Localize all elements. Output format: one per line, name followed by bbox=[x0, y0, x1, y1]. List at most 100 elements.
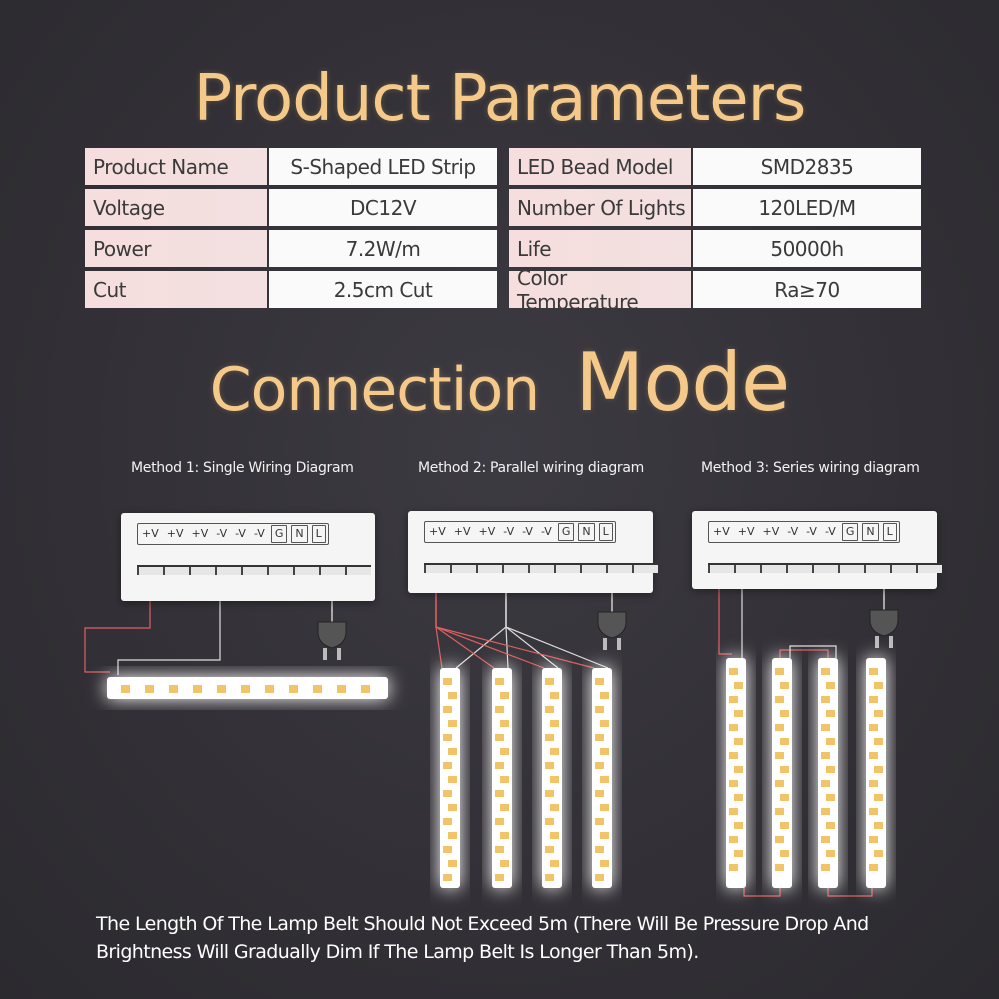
screw bbox=[241, 567, 267, 575]
terminal-label: N bbox=[578, 523, 595, 541]
led-bead bbox=[595, 734, 604, 741]
terminal-label: +V bbox=[142, 527, 159, 540]
wire bbox=[827, 888, 873, 897]
led-bead bbox=[729, 836, 738, 843]
terminal-label: +V bbox=[478, 525, 496, 538]
wire bbox=[718, 570, 732, 655]
method-3-label: Method 3: Series wiring diagram bbox=[701, 460, 920, 476]
wire bbox=[743, 888, 781, 897]
led-bead bbox=[734, 850, 743, 857]
screw bbox=[554, 565, 580, 573]
led-bead bbox=[595, 874, 604, 881]
led-bead bbox=[729, 864, 738, 871]
led-bead bbox=[600, 860, 609, 867]
led-bead bbox=[448, 860, 457, 867]
led-strip bbox=[772, 658, 792, 888]
led-bead bbox=[265, 685, 274, 693]
led-bead bbox=[595, 706, 604, 713]
led-bead bbox=[169, 685, 178, 693]
terminal-label: +V bbox=[453, 525, 471, 538]
led-bead bbox=[775, 808, 784, 815]
led-strip bbox=[492, 668, 512, 888]
screw-terminals bbox=[424, 563, 658, 579]
param-value: SMD2835 bbox=[693, 148, 921, 185]
screw bbox=[812, 565, 838, 573]
screw bbox=[319, 567, 345, 575]
screw bbox=[293, 567, 319, 575]
param-row: Product Name S-Shaped LED Strip bbox=[85, 148, 497, 185]
screw bbox=[708, 565, 734, 573]
led-bead bbox=[869, 724, 878, 731]
led-bead bbox=[289, 685, 298, 693]
mode-word: Mode bbox=[575, 336, 790, 429]
led-bead bbox=[545, 678, 554, 685]
led-bead bbox=[500, 720, 509, 727]
param-row: Power 7.2W/m bbox=[85, 230, 497, 267]
led-bead bbox=[545, 734, 554, 741]
led-bead bbox=[734, 822, 743, 829]
led-bead bbox=[443, 874, 452, 881]
param-key: LED Bead Model bbox=[509, 148, 691, 185]
led-bead bbox=[821, 724, 830, 731]
param-value: S-Shaped LED Strip bbox=[269, 148, 497, 185]
led-bead bbox=[495, 678, 504, 685]
terminal-label: G bbox=[270, 525, 288, 543]
screw bbox=[163, 567, 189, 575]
led-bead bbox=[775, 752, 784, 759]
screw-terminals bbox=[708, 563, 942, 579]
led-bead bbox=[600, 692, 609, 699]
led-bead bbox=[869, 752, 878, 759]
screw bbox=[502, 565, 528, 573]
led-bead bbox=[826, 850, 835, 857]
param-value: Ra≥70 bbox=[693, 271, 921, 308]
led-bead bbox=[495, 734, 504, 741]
led-bead bbox=[443, 846, 452, 853]
connection-word: Connection bbox=[209, 355, 540, 425]
terminal-label: -V bbox=[522, 525, 533, 538]
led-bead bbox=[821, 836, 830, 843]
screw bbox=[450, 565, 476, 573]
led-bead bbox=[443, 678, 452, 685]
led-bead bbox=[595, 762, 604, 769]
led-bead bbox=[600, 832, 609, 839]
led-bead bbox=[869, 696, 878, 703]
led-bead bbox=[826, 794, 835, 801]
led-bead bbox=[495, 762, 504, 769]
led-bead bbox=[826, 822, 835, 829]
plug-icon bbox=[317, 592, 347, 660]
led-bead bbox=[729, 752, 738, 759]
led-bead bbox=[545, 818, 554, 825]
plug-icon bbox=[869, 580, 899, 648]
led-bead bbox=[550, 804, 559, 811]
led-bead bbox=[361, 685, 370, 693]
screw bbox=[137, 567, 163, 575]
led-bead bbox=[780, 794, 789, 801]
parameters-table-right: LED Bead Model SMD2835 Number Of Lights … bbox=[509, 148, 921, 314]
led-bead bbox=[443, 706, 452, 713]
led-bead bbox=[495, 790, 504, 797]
led-bead bbox=[775, 696, 784, 703]
led-strip bbox=[726, 658, 746, 888]
wire bbox=[779, 649, 829, 658]
led-bead bbox=[595, 818, 604, 825]
screw bbox=[189, 567, 215, 575]
led-bead bbox=[193, 685, 202, 693]
terminal-label: -V bbox=[540, 525, 552, 538]
screw bbox=[864, 565, 890, 573]
led-bead bbox=[874, 738, 883, 745]
led-bead bbox=[500, 748, 509, 755]
terminal-label: -V bbox=[806, 525, 817, 538]
led-bead bbox=[729, 696, 738, 703]
led-bead bbox=[217, 685, 226, 693]
led-bead bbox=[337, 685, 346, 693]
param-key: Voltage bbox=[85, 189, 267, 226]
led-bead bbox=[869, 836, 878, 843]
led-bead bbox=[495, 818, 504, 825]
param-row: Cut 2.5cm Cut bbox=[85, 271, 497, 308]
param-value: 120LED/M bbox=[693, 189, 921, 226]
